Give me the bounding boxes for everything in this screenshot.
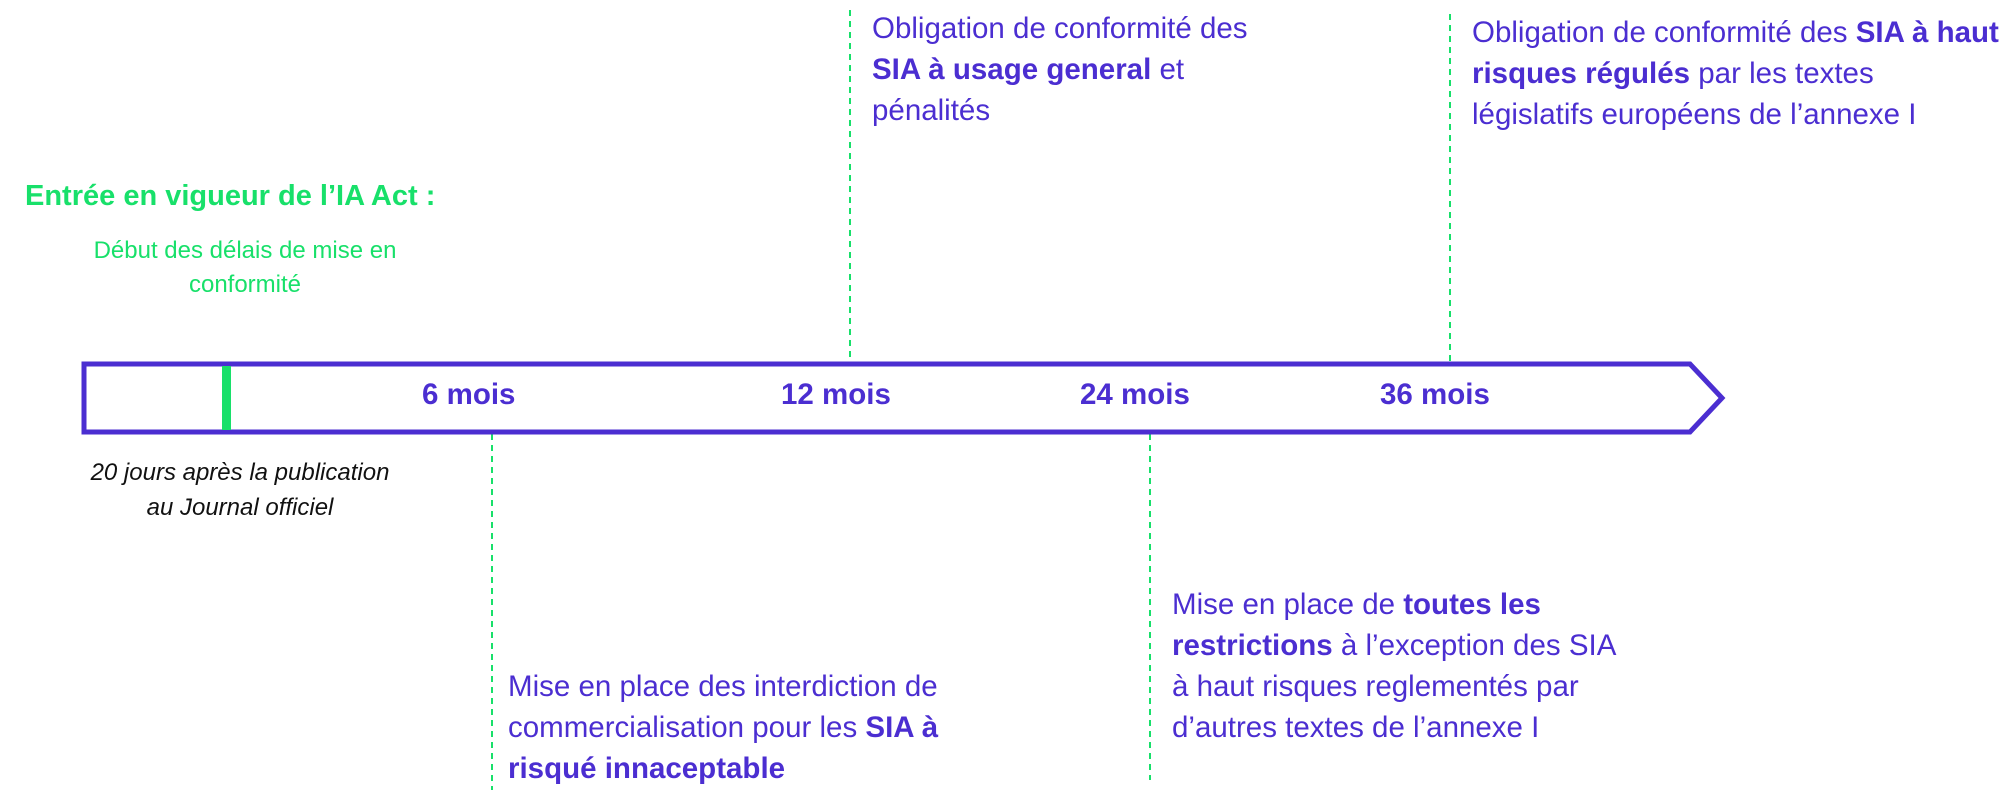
milestone-text-36-mois: Obligation de conformité des SIA à haut … [1472, 12, 2000, 135]
emphasis-text: SIA à haut risques régulés [1472, 16, 1999, 90]
milestone-text-12-mois: Obligation de conformité des SIA à usage… [872, 8, 1292, 131]
milestone-text-6-mois: Mise en place des interdiction de commer… [508, 666, 988, 789]
start-title: Entrée en vigueur de l’IA Act : [25, 180, 436, 212]
emphasis-text: SIA à usage general [872, 53, 1152, 86]
body-text: Mise en place des interdiction de commer… [508, 670, 938, 744]
emphasis-text: SIA à risqué innaceptable [508, 711, 939, 785]
body-text: et pénalités [872, 53, 1185, 127]
milestone-label-6-mois: 6 mois [422, 378, 516, 411]
timeline-arrow [81, 361, 1726, 435]
body-text: Obligation de conformité des [872, 12, 1248, 45]
start-subtitle: Début des délais de mise en conformité [93, 237, 397, 298]
milestone-label-12-mois: 12 mois [781, 378, 891, 411]
start-note: 20 jours après la publication au Journal… [90, 459, 390, 521]
body-text: à l’exception des SIA à haut risques reg… [1172, 629, 1615, 744]
milestone-label-24-mois: 24 mois [1080, 378, 1190, 411]
body-text: Obligation de conformité des [1472, 16, 1856, 49]
emphasis-text: toutes les restrictions [1172, 588, 1541, 662]
body-text: Mise en place de [1172, 588, 1404, 621]
milestone-text-24-mois: Mise en place de toutes les restrictions… [1172, 584, 1632, 748]
milestone-label-36-mois: 36 mois [1380, 378, 1490, 411]
body-text: par les textes législatifs européens de … [1472, 57, 1917, 131]
start-marker [222, 366, 231, 430]
